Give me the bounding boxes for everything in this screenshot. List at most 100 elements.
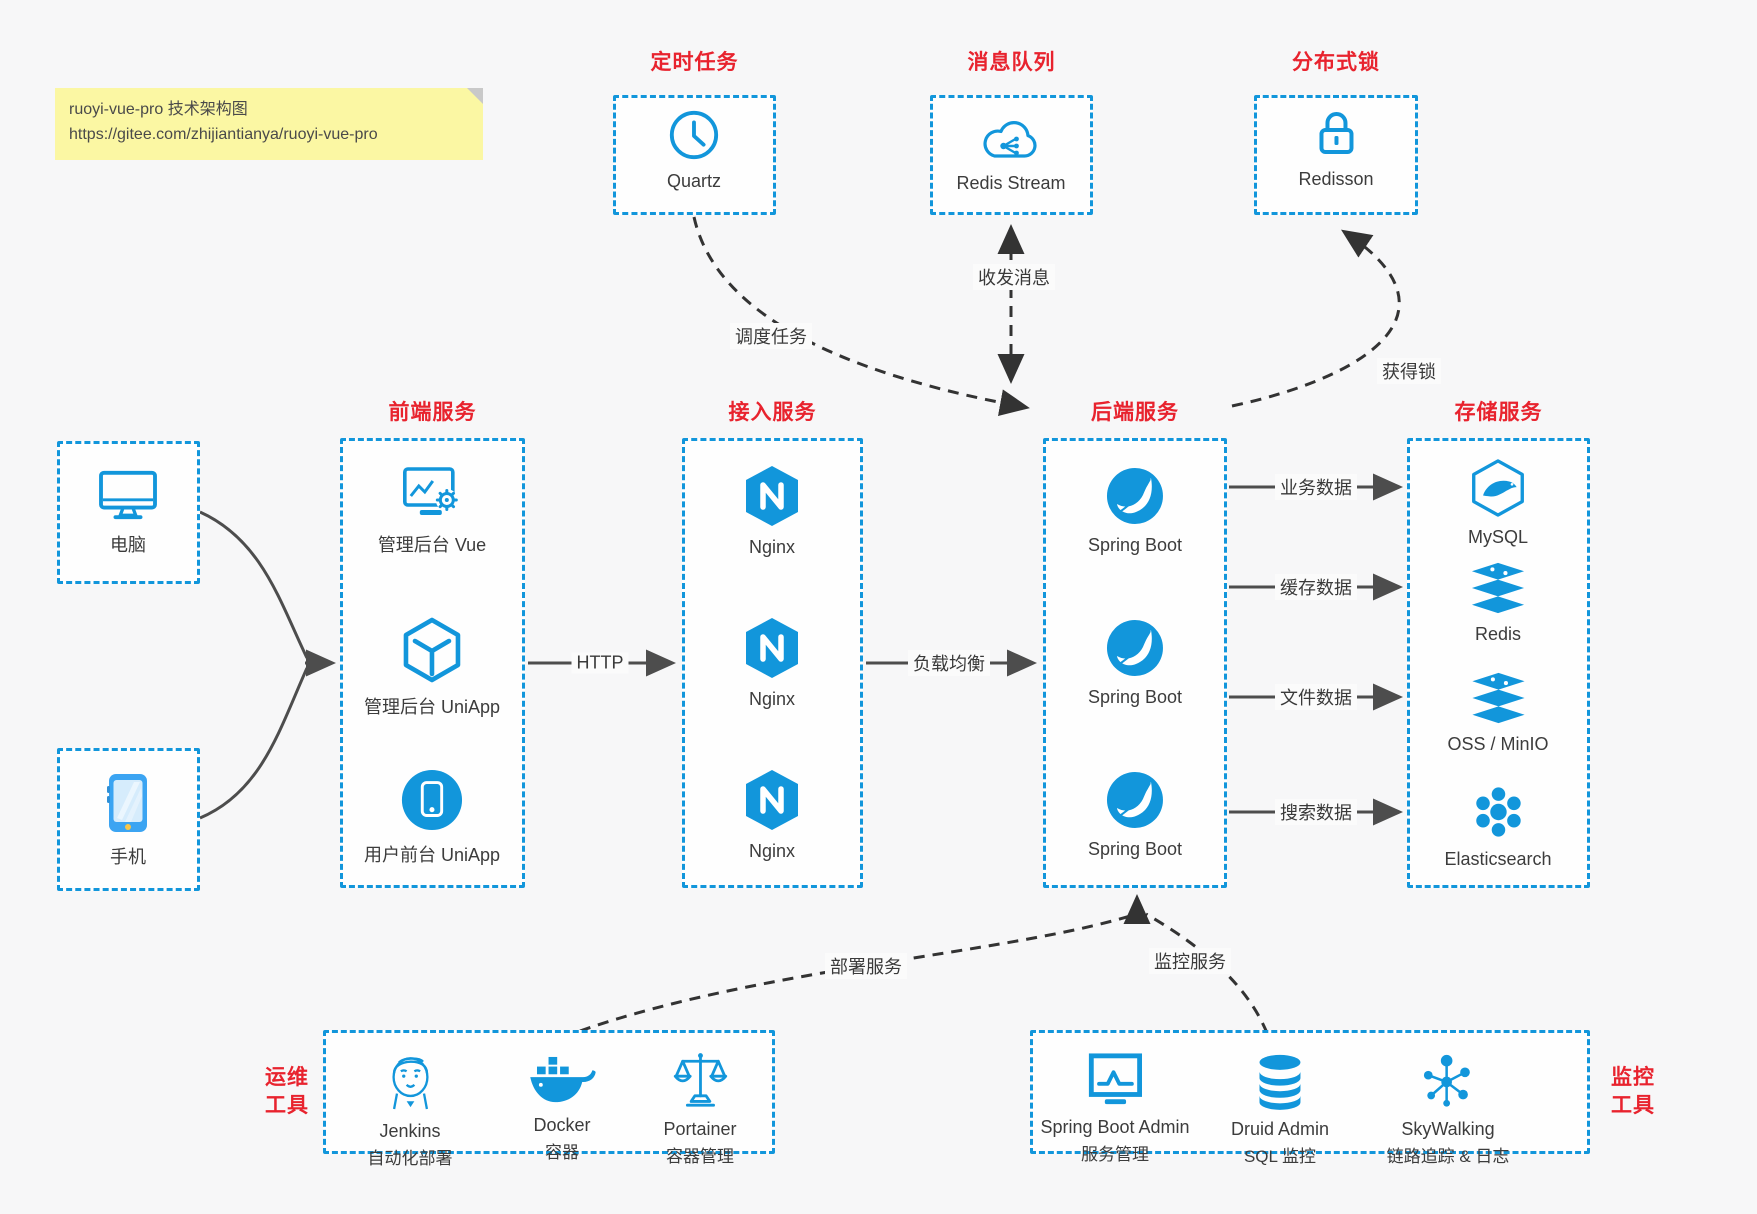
node-docker: Docker 容器: [528, 1056, 596, 1162]
node-label: Spring Boot: [1087, 839, 1183, 859]
node-label: Nginx: [748, 537, 796, 557]
nginx-icon: [746, 466, 798, 526]
node-name: Spring Boot Admin: [1040, 1117, 1190, 1137]
edge-deploy-service: [579, 914, 1131, 1033]
spring-boot-icon: [1107, 468, 1163, 524]
node-desc: 自动化部署: [367, 1148, 453, 1168]
node-label: Spring Boot: [1087, 535, 1183, 555]
node-label: Redis Stream: [956, 173, 1066, 193]
smartphone-icon: [107, 774, 147, 832]
box-monitoring: [1030, 1030, 1590, 1154]
node-label: 手机: [110, 847, 146, 867]
node-desc: 链路追踪 & 日志: [1386, 1146, 1510, 1166]
node-spring-boot-admin: Spring Boot Admin 服务管理: [1040, 1052, 1190, 1164]
node-desc: 容器: [545, 1142, 579, 1162]
node-jenkins: Jenkins 自动化部署: [368, 1050, 453, 1168]
jenkins-icon: [391, 1057, 429, 1110]
box-computer: [57, 441, 200, 584]
elasticsearch-icon: [1475, 787, 1521, 837]
title-monitor-tools: 监控 工具: [1593, 1064, 1673, 1120]
label-business-data: 业务数据: [1275, 474, 1357, 500]
label-send-receive-message: 收发消息: [973, 264, 1055, 290]
node-name: Druid Admin: [1230, 1119, 1330, 1139]
node-label: 电脑: [110, 535, 146, 555]
node-computer: 电脑: [97, 468, 159, 557]
docker-icon: [530, 1056, 596, 1103]
note-url: https://gitee.com/zhijiantianya/ruoyi-vu…: [69, 125, 378, 143]
label-file-data: 文件数据: [1275, 684, 1357, 710]
label-http: HTTP: [571, 652, 629, 674]
label-schedule-job: 调度任务: [730, 323, 812, 349]
spring-boot-icon: [1107, 620, 1163, 676]
node-name: SkyWalking: [1401, 1119, 1495, 1139]
label-deploy-service: 部署服务: [825, 953, 907, 979]
title-mq: 消息队列: [967, 51, 1056, 74]
title-storage: 存储服务: [1454, 401, 1543, 424]
node-label: 管理后台 UniApp: [363, 697, 501, 717]
spring-boot-icon: [1107, 772, 1163, 828]
edge-computer-frontend: [199, 510, 309, 659]
title-scheduler: 定时任务: [650, 51, 739, 74]
node-name: Jenkins: [379, 1121, 441, 1141]
label-monitor-service: 监控服务: [1149, 948, 1231, 974]
node-name: Portainer: [663, 1119, 737, 1139]
node-desc: SQL 监控: [1243, 1146, 1317, 1166]
druid-icon: [1259, 1054, 1301, 1110]
title-frontend: 前端服务: [388, 401, 477, 424]
node-label: Redis: [1474, 624, 1522, 644]
node-label: Nginx: [748, 689, 796, 709]
oss-minio-icon: [1471, 672, 1525, 724]
node-label: MySQL: [1467, 527, 1529, 547]
node-admin-uniapp: 管理后台 UniApp: [364, 616, 500, 719]
node-oss-minio: OSS / MinIO: [1447, 671, 1549, 755]
node-nginx-3: Nginx: [742, 768, 802, 862]
node-label: Nginx: [748, 841, 796, 861]
node-druid-admin: Druid Admin SQL 监控: [1231, 1052, 1329, 1166]
node-name: Docker: [533, 1115, 591, 1135]
node-desc: 容器管理: [665, 1146, 734, 1166]
node-redisson: Redisson: [1298, 106, 1374, 190]
nginx-icon: [746, 618, 798, 678]
mysql-icon: [1472, 459, 1524, 517]
edge-phone-frontend: [199, 667, 309, 820]
admin-vue-icon: [403, 467, 458, 515]
title-lock: 分布式锁: [1292, 51, 1380, 74]
node-skywalking: SkyWalking 链路追踪 & 日志: [1386, 1052, 1510, 1166]
node-nginx-1: Nginx: [742, 464, 802, 558]
nginx-icon: [746, 770, 798, 830]
node-desc: 服务管理: [1081, 1144, 1149, 1164]
edge-schedule-job: [692, 216, 1030, 416]
node-label: Spring Boot: [1087, 687, 1183, 707]
title-ops-line1: 运维: [265, 1066, 309, 1089]
label-cache-data: 缓存数据: [1275, 574, 1357, 600]
node-label: 管理后台 Vue: [377, 535, 487, 555]
title-monitor-line2: 工具: [1611, 1094, 1655, 1117]
cloud-mq-icon: [982, 121, 1037, 158]
node-spring-boot-3: Spring Boot: [1088, 770, 1182, 860]
node-admin-vue: 管理后台 Vue: [378, 464, 486, 557]
node-user-uniapp: 用户前台 UniApp: [364, 768, 500, 867]
node-nginx-2: Nginx: [742, 616, 802, 710]
node-label: Redisson: [1298, 169, 1374, 189]
sticky-note: ruoyi-vue-pro 技术架构图 https://gitee.com/zh…: [55, 88, 483, 160]
node-quartz: Quartz: [667, 108, 721, 192]
edge-acquire-lock: [1231, 229, 1401, 408]
title-ops-tools: 运维 工具: [247, 1064, 327, 1120]
portainer-icon: [673, 1053, 727, 1107]
computer-icon: [99, 470, 157, 520]
redis-icon: [1471, 562, 1525, 614]
note-title: ruoyi-vue-pro 技术架构图: [69, 101, 248, 118]
label-search-data: 搜索数据: [1275, 799, 1357, 825]
box-scheduler: [613, 95, 776, 215]
node-portainer: Portainer 容器管理: [663, 1048, 737, 1166]
node-mysql: MySQL: [1468, 458, 1528, 548]
title-ops-line2: 工具: [265, 1094, 309, 1117]
node-spring-boot-1: Spring Boot: [1088, 466, 1182, 556]
title-gateway: 接入服务: [728, 401, 817, 424]
skywalking-icon: [1424, 1054, 1471, 1107]
node-redis-stream: Redis Stream: [956, 116, 1066, 194]
title-backend: 后端服务: [1091, 401, 1179, 424]
spring-boot-admin-icon: [1088, 1053, 1142, 1105]
node-phone: 手机: [104, 772, 152, 869]
